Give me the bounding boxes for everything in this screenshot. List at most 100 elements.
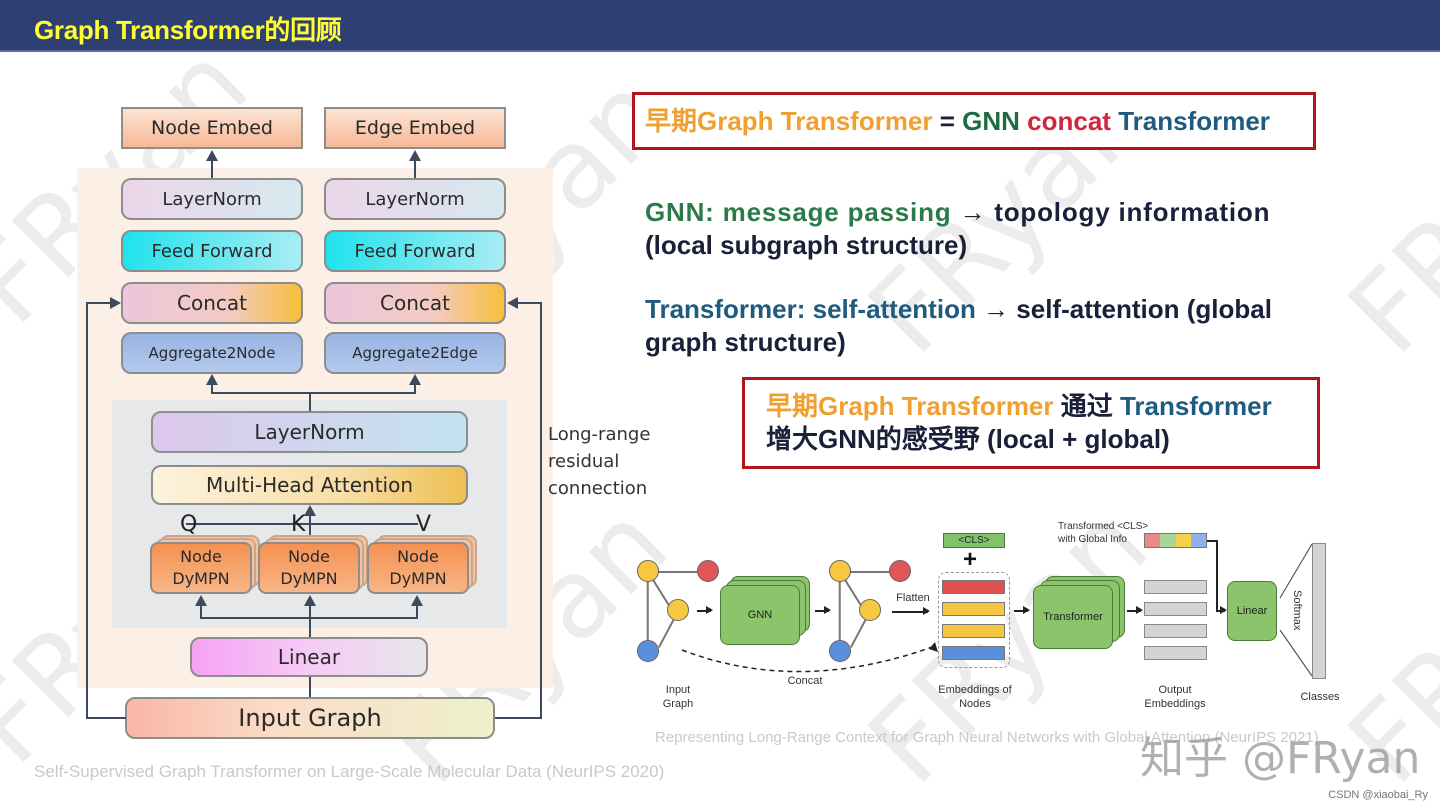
label-line: connection <box>548 478 648 499</box>
label-line: Transformed <CLS> <box>1058 521 1149 532</box>
transformed-cls-label: Transformed <CLS> with Global Info <box>1058 520 1168 546</box>
concat-dashed-arrow <box>681 642 938 673</box>
arrow-right-icon <box>892 608 930 614</box>
flatten-label: Flatten <box>896 592 930 604</box>
edge-embed-box: Edge Embed <box>324 107 506 149</box>
graph-node <box>697 560 719 582</box>
connector-line <box>309 603 311 637</box>
linear-box: Linear <box>1227 581 1277 641</box>
node-dympn-box: Node DyMPN <box>258 542 360 594</box>
graph-node <box>667 599 689 621</box>
embedding-bar <box>942 624 1005 638</box>
node-dympn-box: Node DyMPN <box>150 542 252 594</box>
shared-layernorm-box: LayerNorm <box>151 411 468 453</box>
residual-line <box>86 717 126 719</box>
residual-line <box>540 302 542 719</box>
left-citation: Self-Supervised Graph Transformer on Lar… <box>34 762 665 781</box>
residual-line <box>86 302 88 719</box>
embeddings-group <box>938 572 1010 668</box>
label-line: with Global Info <box>1058 534 1127 545</box>
connector-line <box>414 384 416 394</box>
residual-line <box>495 717 542 719</box>
arrow-right-icon <box>1014 607 1030 613</box>
arrow-right-icon <box>815 607 831 613</box>
embedding-bar <box>942 602 1005 616</box>
slide-title: Graph Transformer的回顾 <box>34 15 342 45</box>
residual-line <box>516 302 542 304</box>
arrow-up-icon <box>195 595 207 606</box>
arrow-right-icon <box>1216 607 1227 613</box>
classes-bar <box>1312 543 1326 679</box>
gnn-label: GNN: message passing <box>645 197 952 227</box>
graph-edge <box>850 571 900 573</box>
softmax-funnel <box>1279 543 1313 677</box>
graph-node <box>637 640 659 662</box>
input-graph-box: Input Graph <box>125 697 495 739</box>
dympn-label: DyMPN <box>172 569 230 588</box>
transformer-box: Transformer <box>1033 585 1113 649</box>
title-bar: Graph Transformer的回顾 <box>0 0 1440 52</box>
formula-box <box>632 92 1316 150</box>
formula-equals: = <box>932 106 963 136</box>
cls-token: <CLS> <box>943 533 1005 548</box>
arrow-left-icon <box>507 297 518 309</box>
cls-connector <box>1207 540 1217 542</box>
arrow-up-icon <box>409 374 421 385</box>
formula-gnn: GNN <box>962 106 1020 136</box>
concat-label: Concat <box>787 675 823 687</box>
arrow-up-icon <box>304 505 316 516</box>
arrow-right-icon <box>697 607 713 613</box>
output-embedding-bar <box>1144 602 1207 616</box>
node-concat-box: Concat <box>121 282 303 324</box>
graph-node <box>859 599 881 621</box>
transformed-cls-vector <box>1144 533 1207 548</box>
gnn-desc-line1: topology information <box>994 197 1271 227</box>
key-label: K <box>291 512 306 537</box>
residual-line <box>86 302 112 304</box>
summary-line2: 增大GNN的感受野 (local + global) <box>766 424 1170 454</box>
connector-line <box>211 392 416 394</box>
arrow-right-icon <box>110 297 121 309</box>
arrow-up-icon <box>304 595 316 606</box>
softmax-label: Softmax <box>1291 590 1303 631</box>
arrow-text: → <box>951 197 995 227</box>
edge-feed-forward-box: Feed Forward <box>324 230 506 272</box>
graph-node <box>889 560 911 582</box>
arrow-up-icon <box>409 150 421 161</box>
formula-concat: concat <box>1019 106 1119 136</box>
cls-connector <box>1216 540 1218 611</box>
connector-line <box>211 384 213 394</box>
formula-text: 早期Graph Transformer = GNN concat Transfo… <box>645 105 1270 138</box>
graph-node <box>829 640 851 662</box>
output-embedding-bar <box>1144 580 1207 594</box>
zhihu-watermark: 知乎 @FRyan <box>1140 733 1421 784</box>
arrow-text: → <box>975 294 1017 324</box>
watermark: FRyan <box>1323 49 1440 379</box>
node-embed-box: Node Embed <box>121 107 303 149</box>
plus-icon: + <box>963 546 978 573</box>
connector-line <box>416 603 418 619</box>
input-graph-label: Input Graph <box>653 683 703 711</box>
residual-connection-label: Long-range residual connection <box>548 421 650 502</box>
cls-cell <box>1145 534 1161 547</box>
aggregate2node-box: Aggregate2Node <box>121 332 303 374</box>
query-label: Q <box>180 512 198 537</box>
arrow-up-icon <box>206 374 218 385</box>
label-line: Embeddings of <box>938 684 1012 696</box>
label-line: Embeddings <box>1144 698 1206 710</box>
cls-cell <box>1175 534 1191 547</box>
formula-early-gt: 早期Graph Transformer <box>645 106 933 136</box>
dympn-label: Node <box>288 547 330 566</box>
aggregate2edge-box: Aggregate2Edge <box>324 332 506 374</box>
cls-cell <box>1160 534 1176 547</box>
output-embedding-bar <box>1144 624 1207 638</box>
label-line: Graph <box>662 698 694 710</box>
output-embedding-bar <box>1144 646 1207 660</box>
connector-line <box>309 512 311 540</box>
label-line: residual <box>548 451 620 472</box>
dympn-label: Node <box>397 547 439 566</box>
transformer-desc-line1: self-attention (global <box>1016 294 1272 324</box>
summary-early-gt: 早期Graph Transformer <box>766 391 1054 421</box>
label-line: Nodes <box>959 698 991 710</box>
summary-text: 早期Graph Transformer 通过 Transformer 增大GNN… <box>766 390 1272 456</box>
